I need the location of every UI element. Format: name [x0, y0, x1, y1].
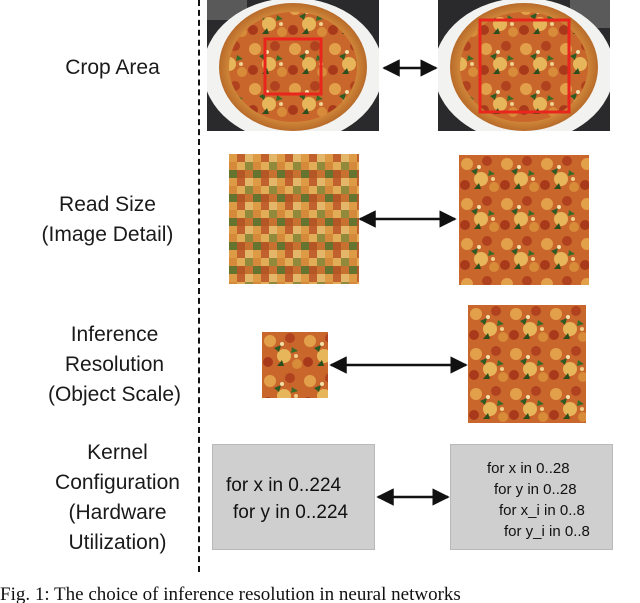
read-size-arrow — [358, 210, 457, 228]
pizza-crop-high-detail — [459, 155, 589, 285]
kernel-code-right-line3: for x_i in 0..8 — [499, 502, 585, 519]
kernel-configuration-label-line4: Utilization) — [68, 531, 167, 554]
inference-resolution-label-line2: Resolution — [64, 353, 165, 376]
pizza-inference-large — [468, 305, 586, 423]
kernel-configuration-label-line2: Configuration — [55, 471, 180, 494]
inference-resolution-label: Inference Resolution (Object Scale) — [12, 320, 217, 410]
crop-area-arrow — [382, 59, 438, 77]
inference-resolution-label-line1: Inference — [70, 323, 159, 346]
kernel-code-left-line1: for x in 0..224 — [226, 475, 342, 496]
kernel-configuration-label-line1: Kernel — [87, 441, 148, 464]
kernel-code-right-line2: for y in 0..28 — [494, 481, 577, 498]
kernel-code-left-line2: for y in 0..224 — [233, 502, 349, 523]
crop-area-label: Crop Area — [20, 53, 205, 83]
kernel-code-box-right: for x in 0..28 for y in 0..28 for x_i in… — [450, 444, 613, 550]
read-size-label-line2: (Image Detail) — [41, 223, 174, 246]
pizza-photo-small-crop — [207, 0, 379, 131]
crop-area-label-line: Crop Area — [65, 56, 160, 79]
figure-caption: Fig. 1: The choice of inference resoluti… — [0, 584, 461, 603]
kernel-code-right-line1: for x in 0..28 — [487, 460, 570, 477]
pizza-crop-low-detail — [229, 154, 359, 284]
kernel-configuration-arrow — [376, 488, 450, 506]
kernel-configuration-label: Kernel Configuration (Hardware Utilizati… — [40, 438, 195, 558]
pizza-inference-small — [262, 332, 328, 398]
crop-box-small — [263, 37, 323, 96]
crop-box-large — [478, 18, 571, 114]
read-size-label: Read Size (Image Detail) — [15, 190, 200, 250]
kernel-code-box-left: for x in 0..224 for y in 0..224 — [212, 444, 375, 550]
inference-resolution-arrow — [329, 356, 468, 374]
read-size-label-line1: Read Size — [59, 193, 156, 216]
kernel-configuration-label-line3: (Hardware — [68, 501, 167, 524]
pizza-photo-large-crop — [438, 0, 610, 131]
kernel-code-right-line4: for y_i in 0..8 — [504, 523, 590, 540]
dashed-divider — [198, 0, 200, 572]
inference-resolution-label-line3: (Object Scale) — [47, 383, 182, 406]
